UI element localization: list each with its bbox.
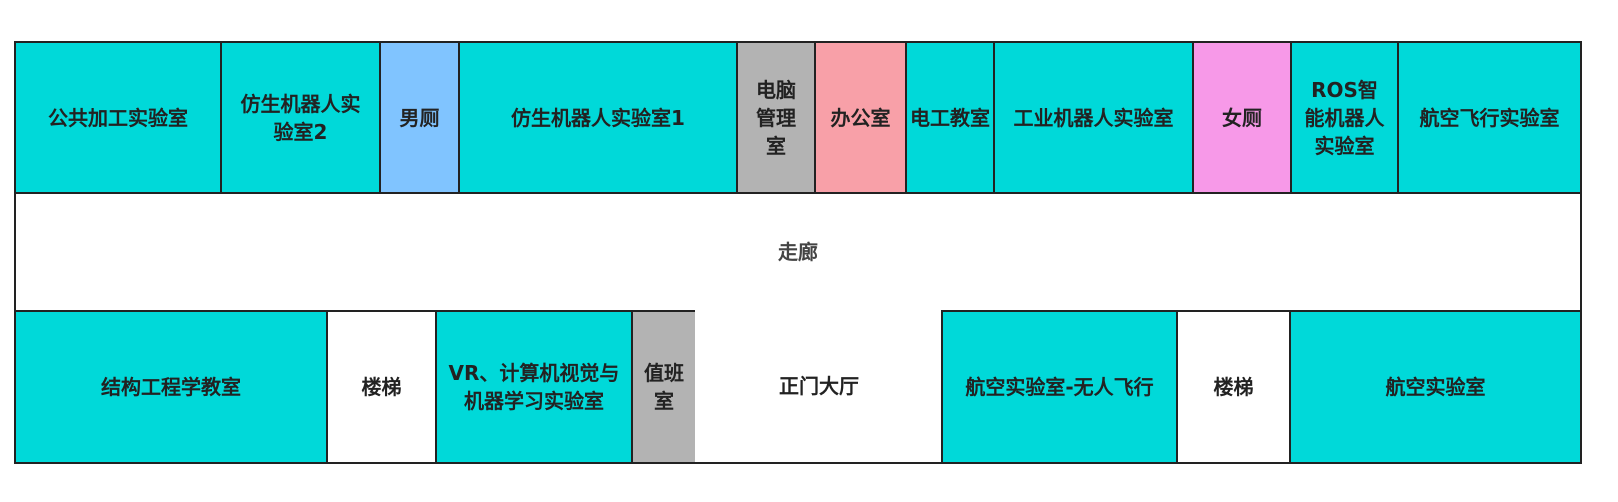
room-label: 航空实验室-无人飞行 bbox=[965, 375, 1154, 399]
room-computer-management: 电脑管理室 bbox=[736, 41, 816, 194]
room-structural-engineering-classroom: 结构工程学教室 bbox=[14, 310, 328, 464]
room-label: 工业机器人实验室 bbox=[1013, 105, 1174, 130]
room-ros-robot-lab: ROS智能机器人实验室 bbox=[1290, 41, 1399, 194]
room-stairs-west: 楼梯 bbox=[326, 310, 437, 464]
room-label: 走廊 bbox=[778, 240, 818, 264]
room-duty-room: 值班室 bbox=[631, 310, 697, 464]
room-mens-toilet: 男厕 bbox=[379, 41, 460, 194]
room-label: 楼梯 bbox=[1213, 375, 1254, 399]
room-industrial-robot-lab: 工业机器人实验室 bbox=[993, 41, 1194, 194]
room-aviation-flight-lab: 航空飞行实验室 bbox=[1397, 41, 1582, 194]
room-bionic-robot-lab-1: 仿生机器人实验室1 bbox=[458, 41, 738, 194]
room-aviation-lab-uav: 航空实验室-无人飞行 bbox=[941, 310, 1178, 464]
room-label: 仿生机器人实验室1 bbox=[511, 105, 685, 130]
room-label: 仿生机器人实验室2 bbox=[240, 91, 361, 144]
room-label: 值班室 bbox=[644, 361, 684, 413]
room-label: 正门大厅 bbox=[779, 374, 859, 398]
room-label: 楼梯 bbox=[361, 375, 402, 399]
room-label: 结构工程学教室 bbox=[101, 375, 241, 399]
room-label: 电工教室 bbox=[910, 105, 990, 130]
room-label: 男厕 bbox=[399, 105, 440, 130]
room-main-entrance-hall: 正门大厅 bbox=[695, 310, 943, 464]
room-label: 女厕 bbox=[1222, 105, 1262, 130]
room-label: 航空飞行实验室 bbox=[1419, 105, 1560, 130]
room-stairs-east: 楼梯 bbox=[1176, 310, 1291, 464]
room-aviation-lab: 航空实验室 bbox=[1289, 310, 1582, 464]
room-bionic-robot-lab-2: 仿生机器人实验室2 bbox=[220, 41, 381, 194]
room-label: 公共加工实验室 bbox=[48, 105, 188, 130]
room-office: 办公室 bbox=[814, 41, 907, 194]
room-electrical-classroom: 电工教室 bbox=[905, 41, 995, 194]
corridor: 走廊 bbox=[14, 192, 1582, 312]
room-label: 办公室 bbox=[830, 105, 891, 130]
room-label: VR、计算机视觉与机器学习实验室 bbox=[448, 361, 620, 413]
room-public-machining-lab: 公共加工实验室 bbox=[14, 41, 222, 194]
room-label: 航空实验室 bbox=[1385, 375, 1486, 399]
room-womens-toilet: 女厕 bbox=[1192, 41, 1292, 194]
room-vr-cv-ml-lab: VR、计算机视觉与机器学习实验室 bbox=[435, 310, 633, 464]
room-label: 电脑管理室 bbox=[756, 77, 796, 158]
room-label: ROS智能机器人实验室 bbox=[1304, 77, 1385, 158]
